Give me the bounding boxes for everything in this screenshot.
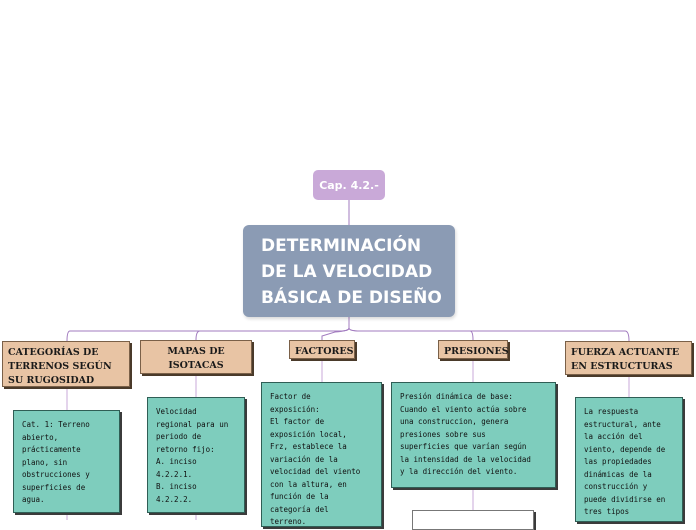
factores-text[interactable]: Factor de exposición: El factor de expos…: [261, 382, 382, 527]
branch-categorias-title[interactable]: CATEGORÍAS DE TERRENOS SEGÚN SU RUGOSIDA…: [2, 341, 130, 387]
categorias-text[interactable]: Cat. 1: Terreno abierto, prácticamente p…: [13, 410, 120, 513]
mapas-text[interactable]: Velocidad regional para un periodo de re…: [147, 397, 245, 513]
branch-mapas-title[interactable]: MAPAS DE ISOTACAS: [140, 340, 252, 374]
cap-node[interactable]: Cap. 4.2.-: [313, 170, 385, 200]
fuerza-text[interactable]: La respuesta estructural, ante la acción…: [575, 397, 683, 522]
empty-subtopic-node[interactable]: [412, 510, 534, 530]
branch-presiones-title[interactable]: PRESIONES: [438, 340, 509, 359]
branch-fuerza-title[interactable]: FUERZA ACTUANTE EN ESTRUCTURAS: [565, 341, 692, 375]
presiones-text[interactable]: Presión dinámica de base: Cuando el vien…: [391, 382, 556, 488]
branch-factores-title[interactable]: FACTORES: [289, 340, 355, 359]
central-topic[interactable]: DETERMINACIÓN DE LA VELOCIDAD BÁSICA DE …: [243, 225, 455, 317]
